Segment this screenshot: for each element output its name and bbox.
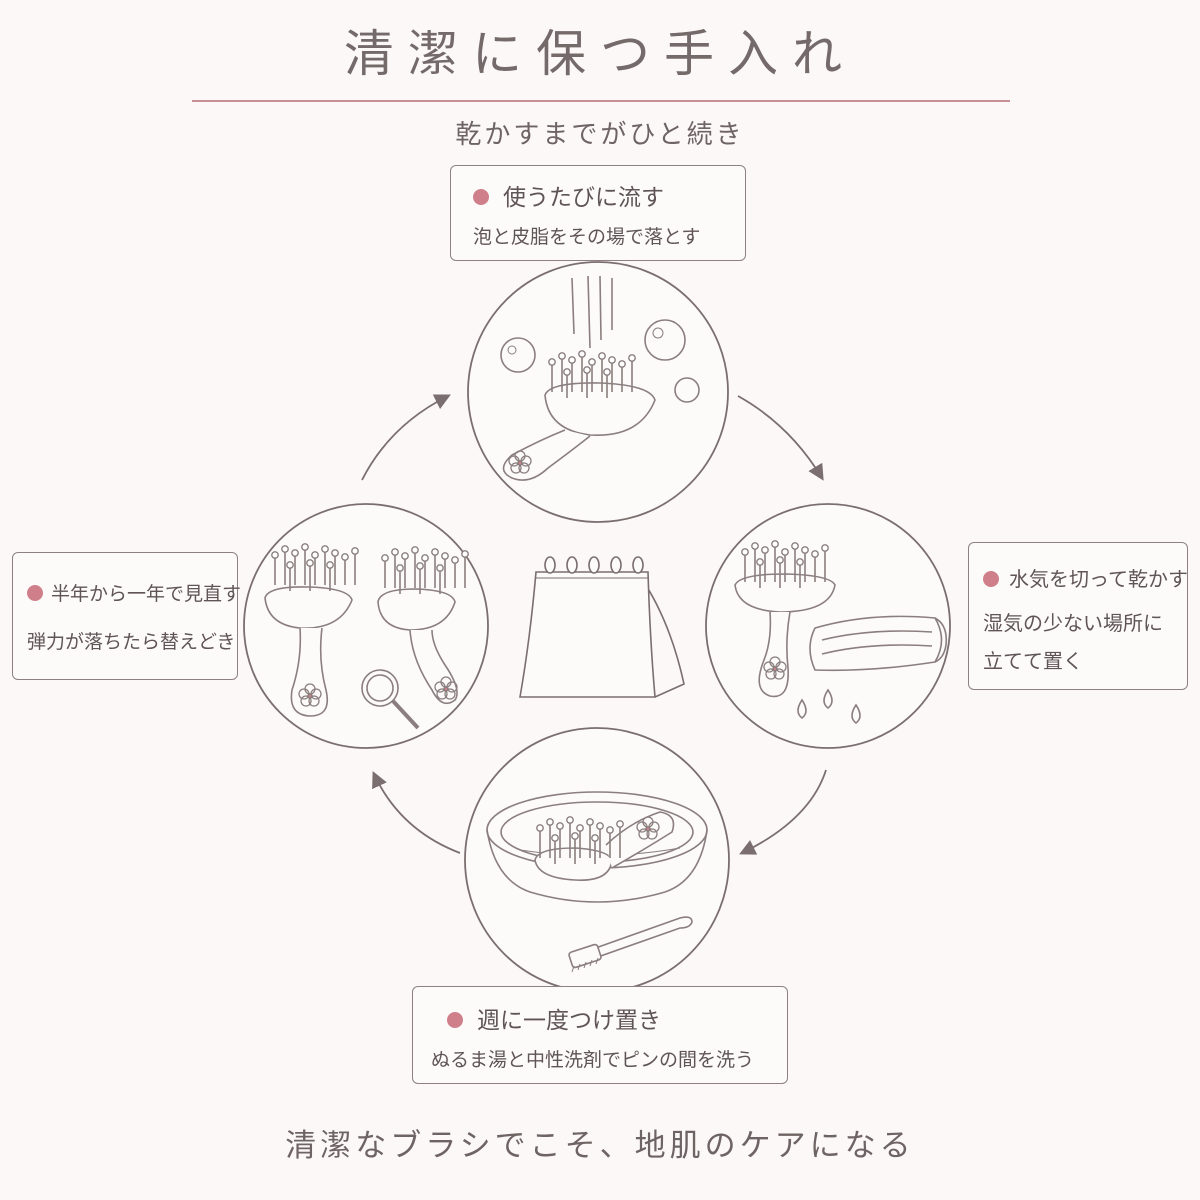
arrow-top-to-right: [737, 395, 824, 481]
step-card-replace: 半年から一年で見直す 弾力が落ちたら替えどき: [12, 552, 242, 680]
desk-calendar-icon: [519, 556, 685, 698]
page-subtitle: 乾かすまでがひと続き: [455, 120, 745, 150]
basin-soak-icon: [486, 791, 708, 973]
step-heading-rinse: 使うたびに流す: [503, 185, 664, 211]
step-card-dry: 水気を切って乾かす 湿気の少ない場所に 立てて置く: [968, 542, 1188, 690]
accent-dot: [27, 585, 43, 601]
brushes-and-magnifier-icon: [264, 586, 458, 730]
footer-tagline: 清潔なブラシでこそ、地肌のケアになる: [285, 1128, 915, 1164]
accent-dot: [473, 189, 489, 205]
step-detail-soak: ぬるま湯と中性洗剤でピンの間を洗う: [431, 1049, 755, 1071]
step-heading-dry: 水気を切って乾かす: [1009, 567, 1188, 591]
step-detail-replace: 弾力が落ちたら替えどき: [27, 631, 236, 653]
accent-dot: [983, 570, 999, 587]
step-card-rinse: 使うたびに流す 泡と皮脂をその場で落とす: [450, 165, 746, 261]
brush-under-water-icon: [500, 275, 700, 481]
page-title: 清潔に保つ手入れ: [344, 25, 856, 83]
arrow-right-to-bottom: [739, 769, 827, 855]
step-circle-replace: [243, 503, 489, 749]
step-heading-soak: 週に一度つけ置き: [477, 1008, 661, 1034]
step-detail-dry-2: 立てて置く: [983, 649, 1083, 673]
arrow-left-to-top: [361, 394, 451, 481]
step-heading-replace: 半年から一年で見直す: [51, 583, 242, 605]
arrow-bottom-to-left: [372, 771, 461, 854]
step-detail-dry-1: 湿気の少ない場所に: [983, 611, 1163, 635]
brush-and-towel-icon: [734, 573, 948, 725]
step-detail-rinse: 泡と皮脂をその場で落とす: [473, 226, 701, 248]
accent-dot: [447, 1012, 463, 1028]
step-card-soak: 週に一度つけ置き ぬるま湯と中性洗剤でピンの間を洗う: [412, 986, 788, 1084]
title-divider: [192, 100, 1010, 102]
